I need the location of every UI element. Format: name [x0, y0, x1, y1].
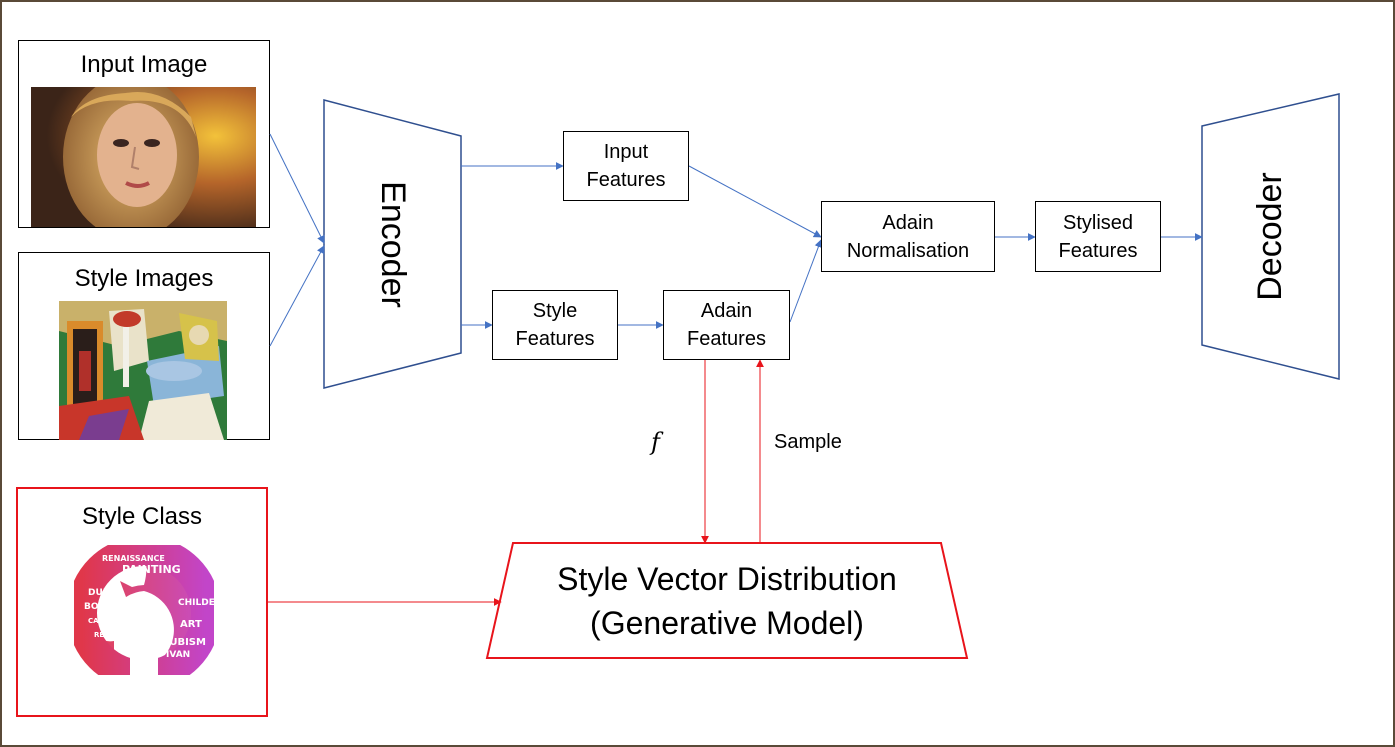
wordcloud-word: CLAUDE [116, 640, 143, 647]
style-images-panel: Style Images [18, 252, 270, 440]
edge-input-to-encoder [269, 133, 325, 244]
decoder-label-wrap: Decoder [1202, 94, 1339, 379]
generative-model-line2: (Generative Model) [590, 605, 864, 641]
stylised-features-box: Stylised Features [1035, 201, 1161, 272]
adain-features-line2: Features [687, 328, 766, 350]
adain-normalisation-line1: Adain [882, 211, 934, 234]
portrait-image [31, 87, 256, 227]
wordcloud-word: RENAISSANCE [102, 554, 165, 563]
style-features-line2: Features [515, 328, 595, 350]
generative-model-label: Style Vector Distribution (Generative Mo… [487, 543, 967, 659]
wordcloud-word: CUBISM [162, 637, 206, 648]
adain-features-box: Adain Features [663, 290, 790, 360]
wordcloud-word: BORIS [84, 602, 115, 612]
adain-normalisation-line2: Normalisation [846, 239, 970, 262]
input-features-line1: Input [603, 141, 649, 163]
input-image-panel: Input Image [18, 40, 270, 228]
decoder-label: Decoder [1250, 172, 1289, 301]
style-features-line1: Style [532, 300, 578, 322]
encoder-shape [323, 99, 462, 389]
stylised-features-line1: Stylised [1062, 211, 1134, 234]
style-features-box: Style Features [492, 290, 618, 360]
generative-model-line1: Style Vector Distribution [557, 561, 897, 597]
adain-features-line1: Adain [700, 300, 753, 322]
wordcloud-word: ART [180, 619, 202, 630]
style-class-title: Style Class [81, 503, 203, 530]
stylised-features-line2: Features [1058, 239, 1138, 262]
encoder-label: Encoder [373, 180, 412, 308]
wordcloud-word: CAMILLE [88, 617, 122, 625]
wordcloud-word: REALISM [94, 631, 129, 639]
style-images-title: Style Images [74, 265, 214, 292]
edge-input-features-to-norm [688, 165, 822, 238]
style-class-wordcloud-icon: RENAISSANCE PAINTING DURER BORIS CAMILLE… [74, 545, 214, 675]
input-features-box: Input Features [563, 131, 689, 201]
edge-adain-features-to-norm [789, 239, 823, 323]
cubist-painting-image [59, 301, 227, 440]
wordcloud-word: PAINTING [122, 563, 181, 576]
decoder-shape [1201, 93, 1340, 380]
wordcloud-word: IVAN [166, 650, 190, 660]
edge-style-to-encoder [269, 245, 325, 347]
edge-label-f: f [651, 428, 660, 456]
style-class-panel: Style Class RENAISSANCE PAINTING DURER B… [16, 487, 268, 717]
wordcloud-word: CHILDE [178, 598, 214, 608]
wordcloud-word: DURER [88, 588, 123, 598]
input-features-line2: Features [586, 169, 666, 191]
encoder-label-wrap: Encoder [324, 100, 461, 388]
input-image-title: Input Image [80, 51, 208, 78]
generative-model-shape [485, 542, 969, 659]
adain-normalisation-box: Adain Normalisation [821, 201, 995, 272]
edge-label-sample: Sample [774, 431, 842, 453]
